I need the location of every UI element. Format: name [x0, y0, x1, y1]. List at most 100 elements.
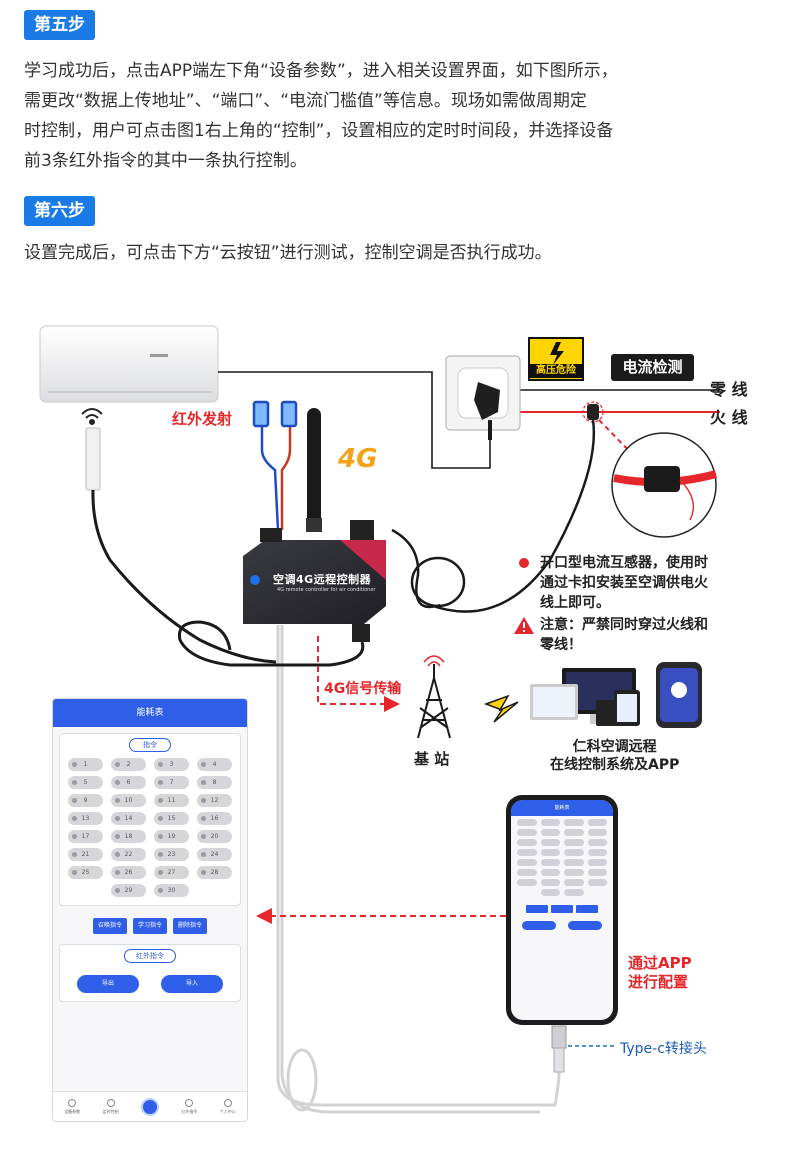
tab-ir-command[interactable]: 红外指令	[181, 1098, 197, 1115]
command-key[interactable]: 2	[111, 758, 146, 771]
phone-small-key[interactable]	[540, 849, 560, 856]
learn-command-button[interactable]: 学习指令	[132, 918, 167, 934]
sensor-cable	[391, 528, 466, 609]
phone-small-button[interactable]	[568, 921, 602, 930]
command-key[interactable]: 21	[68, 848, 103, 861]
phone-small-key[interactable]	[564, 849, 584, 856]
step5-line: 学习成功后，点击APP端左下角“设备参数”，进入相关设置界面，如下图所示，	[24, 61, 618, 81]
phone-small-key[interactable]	[517, 859, 537, 866]
step5-line: 前3条红外指令的其中一条执行控制。	[24, 151, 307, 171]
phone-small-button[interactable]	[526, 905, 548, 913]
phone-small-key[interactable]	[587, 819, 607, 826]
phone-small-button[interactable]	[576, 905, 598, 913]
phone-small-key[interactable]	[564, 819, 584, 826]
command-key[interactable]: 6	[111, 776, 146, 789]
command-key[interactable]: 11	[154, 794, 189, 807]
tab-timer-control[interactable]: 定时控制	[103, 1098, 119, 1115]
command-key[interactable]: 20	[197, 830, 232, 843]
command-key[interactable]: 27	[154, 866, 189, 879]
app-config-label: 通过APP 进行配置	[628, 954, 692, 992]
tab-label: 个人中心	[219, 1108, 236, 1114]
command-key[interactable]: 17	[68, 830, 103, 843]
command-key[interactable]: 23	[154, 848, 189, 861]
phone-small-key[interactable]	[540, 869, 560, 876]
phone-small-grid	[511, 816, 613, 899]
phone-small-key[interactable]	[564, 829, 584, 836]
phone-small-key[interactable]	[540, 819, 560, 826]
step6-text: 设置完成后，可点击下方“云按钮”进行测试，控制空调是否执行成功。	[24, 243, 552, 263]
transmit-label: 4G信号传输	[324, 681, 402, 697]
phone-small-button[interactable]	[522, 921, 556, 930]
command-key[interactable]: 8	[197, 776, 232, 789]
4g-signal-arrow	[317, 636, 400, 712]
import-button[interactable]: 导入	[161, 975, 223, 993]
neutral-line-label: 零 线	[710, 380, 748, 399]
command-key[interactable]: 24	[197, 848, 232, 861]
ir-section-title: 红外指令	[124, 949, 176, 963]
command-key[interactable]: 4	[197, 758, 232, 771]
phone-small-key[interactable]	[587, 859, 607, 866]
phone-small-button[interactable]	[551, 905, 573, 913]
command-key[interactable]: 30	[154, 884, 189, 897]
export-button[interactable]: 导出	[77, 975, 139, 993]
phone-small-key[interactable]	[564, 869, 584, 876]
phone-small-key[interactable]	[517, 869, 537, 876]
command-buttons: 召唤指令 学习指令 删除指令	[53, 918, 247, 934]
phone-small-key[interactable]	[564, 879, 584, 886]
phone-small-key[interactable]	[517, 819, 537, 826]
tab-profile[interactable]: 个人中心	[219, 1098, 236, 1115]
phone-small-key[interactable]	[587, 849, 607, 856]
command-key[interactable]: 26	[111, 866, 146, 879]
phone-small-key[interactable]	[564, 859, 584, 866]
phone-small-key[interactable]	[540, 859, 560, 866]
command-key[interactable]: 9	[68, 794, 103, 807]
phone-small-key[interactable]	[564, 839, 584, 846]
command-key[interactable]: 19	[154, 830, 189, 843]
command-key[interactable]: 7	[154, 776, 189, 789]
phone-small-key[interactable]	[564, 889, 584, 896]
command-key[interactable]: 12	[197, 794, 232, 807]
phone-small-key[interactable]	[587, 869, 607, 876]
command-key[interactable]: 1	[68, 758, 103, 771]
bullet-icon	[519, 558, 529, 568]
phone-small-key[interactable]	[540, 829, 560, 836]
command-key[interactable]: 28	[197, 866, 232, 879]
phone-small-ir-buttons	[511, 921, 613, 930]
phone-small-key[interactable]	[587, 829, 607, 836]
antenna	[306, 408, 322, 532]
command-key[interactable]: 15	[154, 812, 189, 825]
command-key[interactable]: 18	[111, 830, 146, 843]
command-key[interactable]: 29	[111, 884, 146, 897]
command-key[interactable]: 13	[68, 812, 103, 825]
phone-small-header: 能耗表	[511, 800, 613, 816]
phone-small-key[interactable]	[517, 879, 537, 886]
typec-adapter	[551, 1025, 614, 1073]
tab-cloud[interactable]	[140, 1097, 159, 1116]
command-key[interactable]: 14	[111, 812, 146, 825]
phone-small-key[interactable]	[587, 839, 607, 846]
app-config-line: 进行配置	[628, 973, 689, 991]
phone-small-key[interactable]	[540, 889, 560, 896]
command-key[interactable]: 16	[197, 812, 232, 825]
phone-small-key[interactable]	[517, 839, 537, 846]
app-config-line: 通过APP	[628, 954, 692, 972]
command-key[interactable]: 3	[154, 758, 189, 771]
tab-device-params[interactable]: 设备参数	[64, 1098, 80, 1115]
ir-emitter-probe	[85, 427, 277, 664]
command-key[interactable]: 10	[111, 794, 146, 807]
4g-label: 4G	[338, 444, 378, 474]
call-command-button[interactable]: 召唤指令	[92, 918, 127, 934]
step5-badge: 第五步	[24, 10, 95, 40]
command-key[interactable]: 22	[111, 848, 146, 861]
command-key[interactable]: 25	[68, 866, 103, 879]
phone-small-key[interactable]	[517, 849, 537, 856]
phone-small-key[interactable]	[540, 879, 560, 886]
command-key[interactable]: 5	[68, 776, 103, 789]
phone-small-key[interactable]	[587, 879, 607, 886]
phone-small-key[interactable]	[517, 829, 537, 836]
delete-command-button[interactable]: 删除指令	[173, 918, 208, 934]
phone-small-key[interactable]	[540, 839, 560, 846]
